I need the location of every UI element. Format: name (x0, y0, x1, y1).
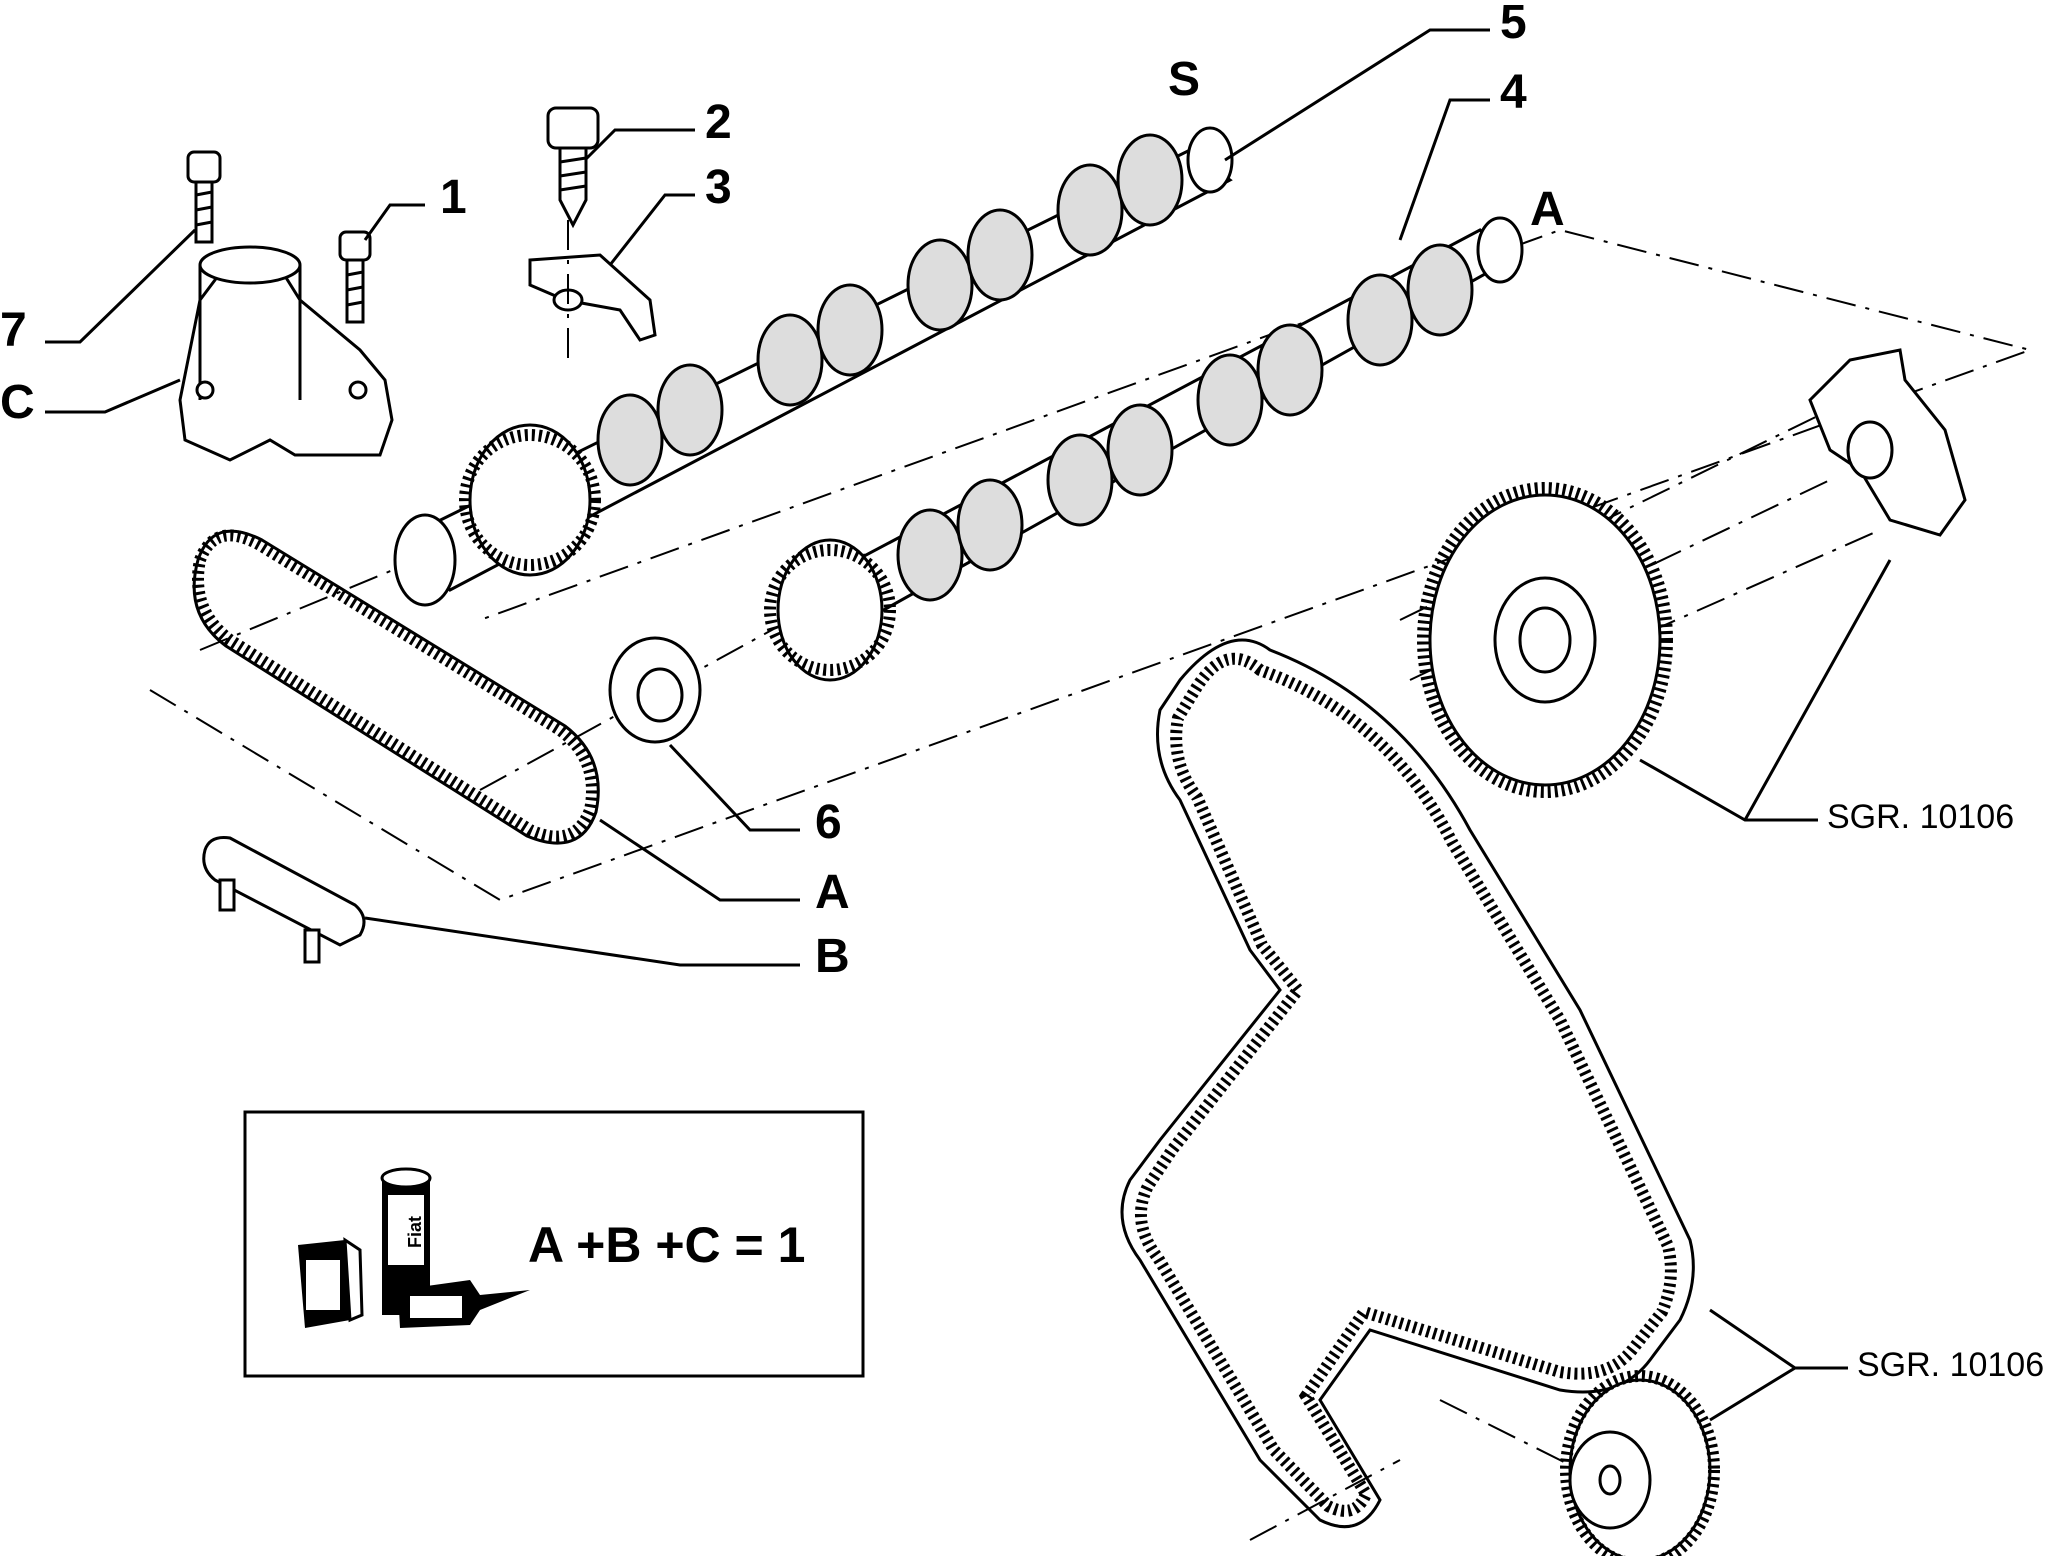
bolt-icon (546, 106, 600, 229)
bolt-icon (186, 150, 222, 244)
callout-4: 4 (1500, 66, 1527, 119)
kit-brand-label: Fiat (405, 1216, 425, 1248)
camshaft-icon (764, 216, 1524, 682)
kit-formula: A +B +C = 1 (528, 1217, 805, 1273)
callout-1: 1 (440, 171, 467, 224)
seal-icon (608, 636, 702, 744)
callout-7: 7 (0, 304, 27, 357)
chain-icon (192, 529, 600, 845)
callout-6: 6 (815, 796, 842, 849)
callout-S: S (1168, 53, 1200, 106)
callout-A-camshaft: A (1530, 183, 1565, 236)
belt-icon (1120, 638, 1695, 1529)
callout-3: 3 (705, 161, 732, 214)
fitting-icon (528, 220, 657, 360)
sgr-ref-top: SGR. 10106 (1827, 798, 2014, 836)
callout-2: 2 (705, 96, 732, 149)
sgr-ref-bottom: SGR. 10106 (1857, 1346, 2044, 1384)
camshaft-icon (393, 126, 1234, 607)
cover-plate-icon (1808, 348, 1967, 537)
pulley-icon (1417, 482, 1673, 798)
callout-C: C (0, 376, 35, 429)
guide-icon (202, 836, 366, 964)
callout-B: B (815, 930, 850, 983)
tensioner-bracket (178, 245, 394, 462)
kit-box: Fiat A +B +C = 1 (243, 1110, 865, 1378)
pulley-icon (1560, 1370, 1720, 1556)
callout-A-chain: A (815, 866, 850, 919)
callout-5: 5 (1500, 0, 1527, 49)
kit-boxes-icon: Fiat (298, 1167, 530, 1328)
bolt-icon (338, 230, 372, 324)
leader-lines (45, 28, 1892, 1422)
